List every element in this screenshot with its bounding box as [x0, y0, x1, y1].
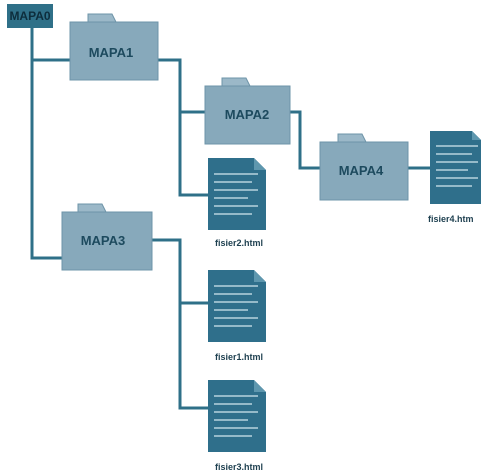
file-icon: [208, 158, 266, 230]
file-fisier3[interactable]: fisier3.html: [208, 380, 266, 472]
folder-label-mapa2: MAPA2: [225, 107, 270, 122]
folder-body: [319, 141, 409, 201]
file-fold: [254, 270, 266, 282]
file-fold: [254, 380, 266, 392]
file-icon: [208, 270, 266, 342]
file-fisier1[interactable]: fisier1.html: [208, 270, 266, 362]
file-label-fisier1: fisier1.html: [215, 352, 263, 362]
folder-mapa1[interactable]: MAPA1: [69, 13, 159, 81]
folder-body: [69, 21, 159, 81]
file-label-fisier3: fisier3.html: [215, 462, 263, 472]
root-label: MAPA0: [9, 9, 50, 23]
folder-icon: [87, 13, 117, 23]
folder-mapa3[interactable]: MAPA3: [61, 203, 153, 271]
file-icon: [208, 380, 266, 452]
connector-mapa1-children: [158, 58, 208, 197]
folder-icon: [337, 133, 367, 143]
file-lines: [214, 285, 258, 327]
connectors: [30, 28, 430, 410]
file-fisier4[interactable]: fisier4.htm: [428, 131, 481, 224]
folder-label-mapa3: MAPA3: [81, 233, 126, 248]
file-label-fisier4: fisier4.htm: [428, 214, 474, 224]
folder-body: [61, 211, 153, 271]
file-icon: [430, 131, 481, 204]
folder-label-mapa1: MAPA1: [89, 45, 134, 60]
folder-icon: [221, 77, 251, 87]
folder-label-mapa4: MAPA4: [339, 163, 384, 178]
folder-mapa4[interactable]: MAPA4: [319, 133, 409, 201]
folder-mapa2[interactable]: MAPA2: [204, 77, 291, 145]
file-fold: [254, 158, 266, 170]
file-lines: [436, 145, 478, 187]
file-fisier2[interactable]: fisier2.html: [208, 158, 266, 248]
connector-mapa2-mapa4: [290, 110, 320, 170]
file-lines: [214, 395, 258, 437]
folder-body: [204, 85, 291, 145]
root-box: [7, 4, 53, 28]
connector-mapa3-children: [152, 238, 208, 410]
connector-root-trunk: [30, 28, 62, 260]
file-label-fisier2: fisier2.html: [215, 238, 263, 248]
file-lines: [214, 173, 258, 215]
root-node[interactable]: MAPA0: [7, 4, 53, 28]
folder-icon: [77, 203, 107, 213]
file-fold: [472, 131, 481, 140]
